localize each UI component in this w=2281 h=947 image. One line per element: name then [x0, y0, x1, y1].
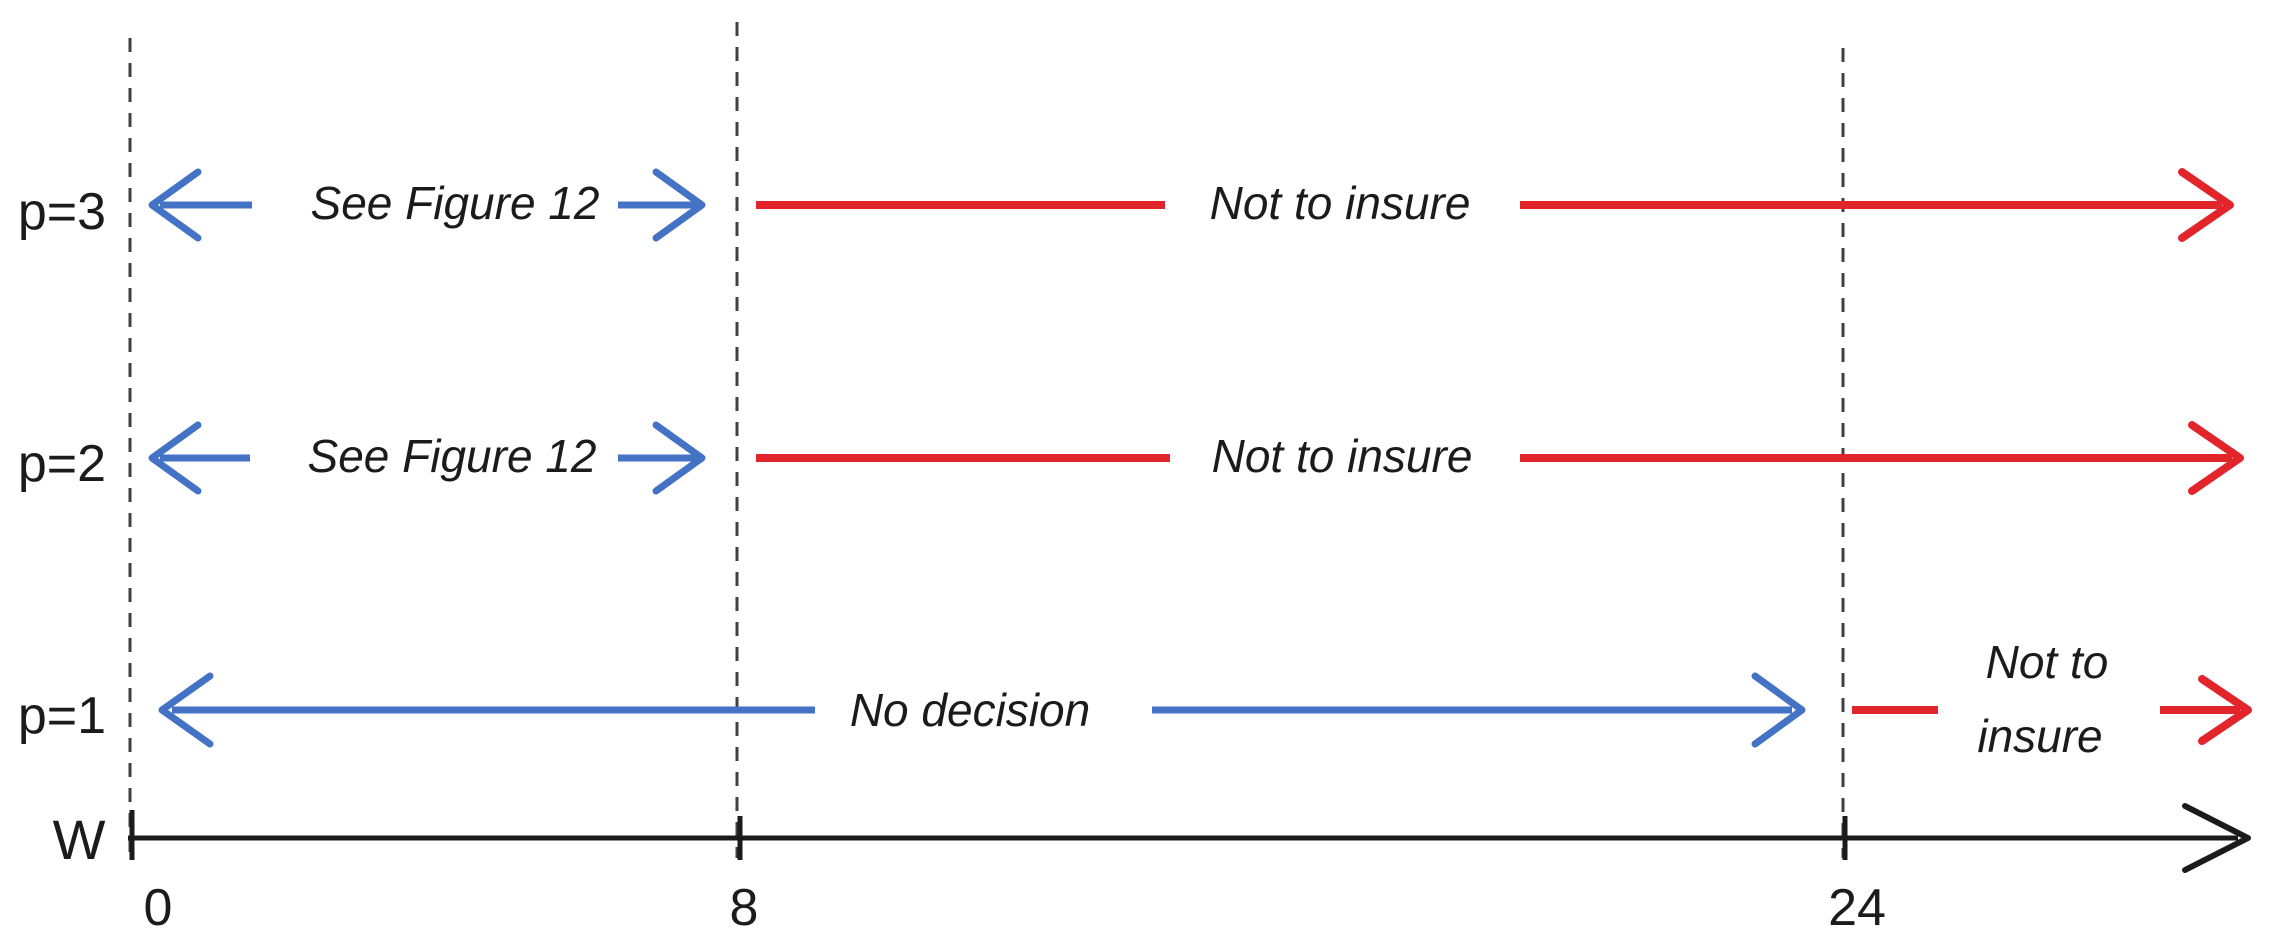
row-p1-arrows	[158, 672, 2252, 748]
p1-not-to-insure-annotation-line2: insure	[1977, 710, 2103, 762]
p1-not-to-insure-annotation-line1: Not to	[1985, 636, 2109, 688]
w-axis	[128, 803, 2251, 873]
p3-left-arrowhead-icon	[148, 168, 202, 242]
p1-right-blue-arrowhead-icon	[1751, 672, 1806, 748]
row-label-p3: p=3	[17, 183, 107, 241]
p3-not-to-insure-annotation: Not to insure	[1209, 177, 1471, 229]
row-p2-arrows	[148, 421, 2244, 495]
row-p3-arrows	[148, 168, 2234, 242]
axis-label-w: W	[52, 808, 106, 871]
p3-see-figure-annotation: See Figure 12	[310, 177, 600, 229]
p3-right-arrowhead-icon	[652, 168, 706, 242]
row-label-p2: p=2	[17, 435, 107, 493]
p2-red-arrowhead-icon	[2188, 421, 2244, 495]
p2-not-to-insure-annotation: Not to insure	[1211, 430, 1473, 482]
p3-red-arrowhead-icon	[2178, 168, 2234, 242]
row-label-p1: p=1	[17, 687, 107, 745]
axis-tick-label-0: 0	[143, 879, 173, 937]
p1-no-decision-annotation: No decision	[849, 684, 1091, 736]
p1-red-arrowhead-icon	[2198, 675, 2252, 745]
axis-tick-label-8: 8	[729, 879, 759, 937]
p2-right-arrowhead-icon	[652, 421, 706, 495]
p2-see-figure-annotation: See Figure 12	[307, 430, 597, 482]
axis-arrowhead-icon	[2182, 803, 2251, 873]
p2-left-arrowhead-icon	[148, 421, 202, 495]
axis-tick-label-24: 24	[1828, 879, 1886, 937]
p1-left-arrowhead-icon	[158, 672, 214, 748]
